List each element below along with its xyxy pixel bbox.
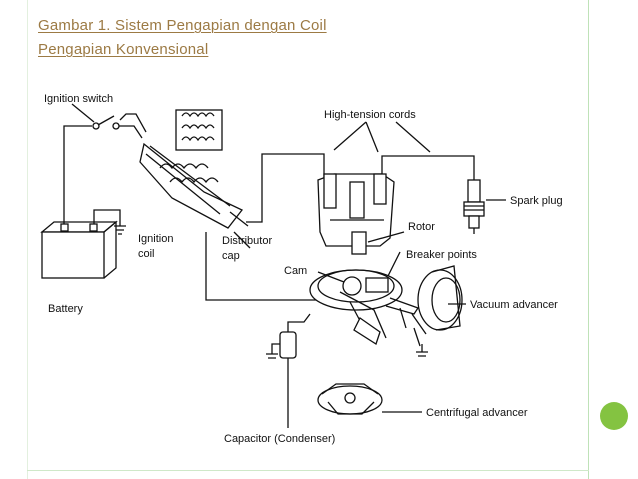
distributor-cap-illustration — [317, 173, 395, 247]
slide-title-line-1: Gambar 1. Sistem Pengapian dengan Coil — [38, 17, 327, 34]
label-breaker-points: Breaker points — [406, 249, 477, 261]
slide-right-border — [588, 0, 589, 479]
battery-illustration — [40, 220, 118, 279]
centrifugal-advancer-illustration — [317, 383, 383, 415]
label-battery: Battery — [48, 303, 83, 315]
ignition-switch-illustration — [92, 115, 120, 130]
label-ignition-switch: Ignition switch — [44, 93, 113, 105]
label-capacitor: Capacitor (Condenser) — [224, 433, 335, 445]
slide-title-line-2: Pengapian Konvensional — [38, 41, 209, 58]
ignition-coil-illustration — [139, 109, 249, 229]
label-ignition-coil-1: Ignition — [138, 233, 173, 245]
label-vacuum-advancer: Vacuum advancer — [470, 299, 558, 311]
vacuum-advancer-illustration — [417, 265, 463, 331]
label-spark-plug: Spark plug — [510, 195, 563, 207]
ignition-system-diagram: Ignition switch High-tension cords Spark… — [40, 93, 563, 445]
label-centrifugal-advancer: Centrifugal advancer — [426, 407, 528, 419]
slide-left-border — [27, 0, 28, 479]
breaker-plate-illustration — [309, 269, 403, 345]
slide-title: Gambar 1. Sistem Pengapian dengan Coil P… — [38, 14, 327, 62]
label-high-tension-cords: High-tension cords — [324, 109, 416, 121]
spark-plug-illustration — [463, 179, 485, 234]
label-distributor-cap-1: Distributor — [222, 235, 272, 247]
page-indicator-dot — [600, 402, 628, 430]
label-ignition-coil-2: coil — [138, 248, 155, 260]
label-distributor-cap-2: cap — [222, 250, 240, 262]
rotor-illustration — [351, 231, 367, 255]
slide-bottom-rule — [27, 470, 589, 471]
capacitor-illustration — [266, 313, 311, 359]
label-rotor: Rotor — [408, 221, 435, 233]
label-cam: Cam — [284, 265, 307, 277]
